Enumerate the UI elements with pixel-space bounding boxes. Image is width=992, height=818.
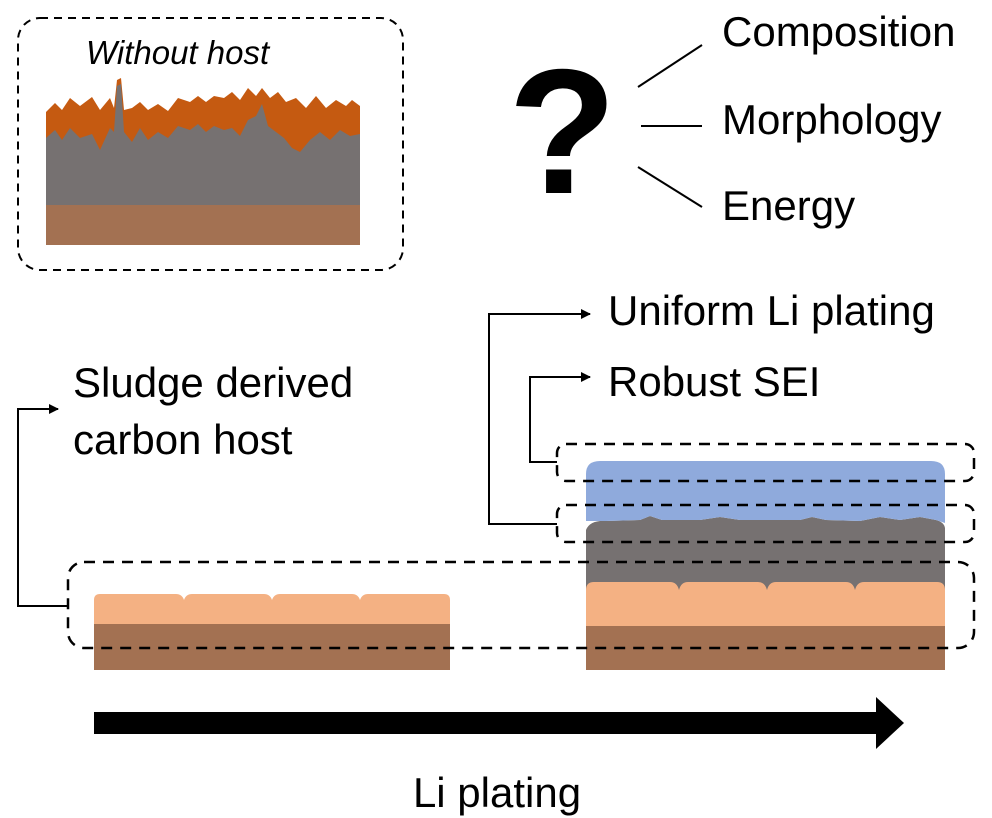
connector-energy (637, 166, 703, 208)
process-label: Li plating (413, 769, 581, 816)
inset-title: Without host (86, 34, 271, 71)
carbon-host-right (586, 582, 945, 626)
arrow-to-host-label (17, 404, 68, 607)
aspect-composition: Composition (722, 8, 955, 55)
arrow-to-robust-sei (529, 372, 591, 463)
question-mark: ? (508, 32, 617, 231)
arrow-to-uniform-plating (488, 309, 591, 525)
label-robust-sei: Robust SEI (608, 358, 820, 405)
electrode-before-plating (94, 594, 450, 670)
inset-panel: Without host (17, 17, 404, 271)
inset-border (17, 17, 404, 271)
inset-li-dendrites (46, 84, 360, 205)
process-arrow-head (876, 697, 904, 749)
label-host-line1: Sludge derived (73, 359, 353, 406)
process-arrow-shaft (94, 712, 878, 734)
aspect-energy: Energy (722, 182, 855, 229)
aspect-morphology: Morphology (722, 96, 941, 143)
electrode-after-plating (586, 461, 945, 670)
sei-layer (586, 461, 945, 523)
highlight-sei-band (555, 442, 976, 483)
li-metal-layer (586, 516, 945, 592)
carbon-host-left (94, 594, 450, 624)
inset-substrate (46, 203, 360, 245)
li-plating-process-arrow (94, 697, 904, 749)
connector-composition (637, 44, 703, 88)
label-host-line2: carbon host (73, 416, 293, 463)
label-uniform-li-plating: Uniform Li plating (608, 287, 935, 334)
highlight-li-band (555, 503, 976, 544)
